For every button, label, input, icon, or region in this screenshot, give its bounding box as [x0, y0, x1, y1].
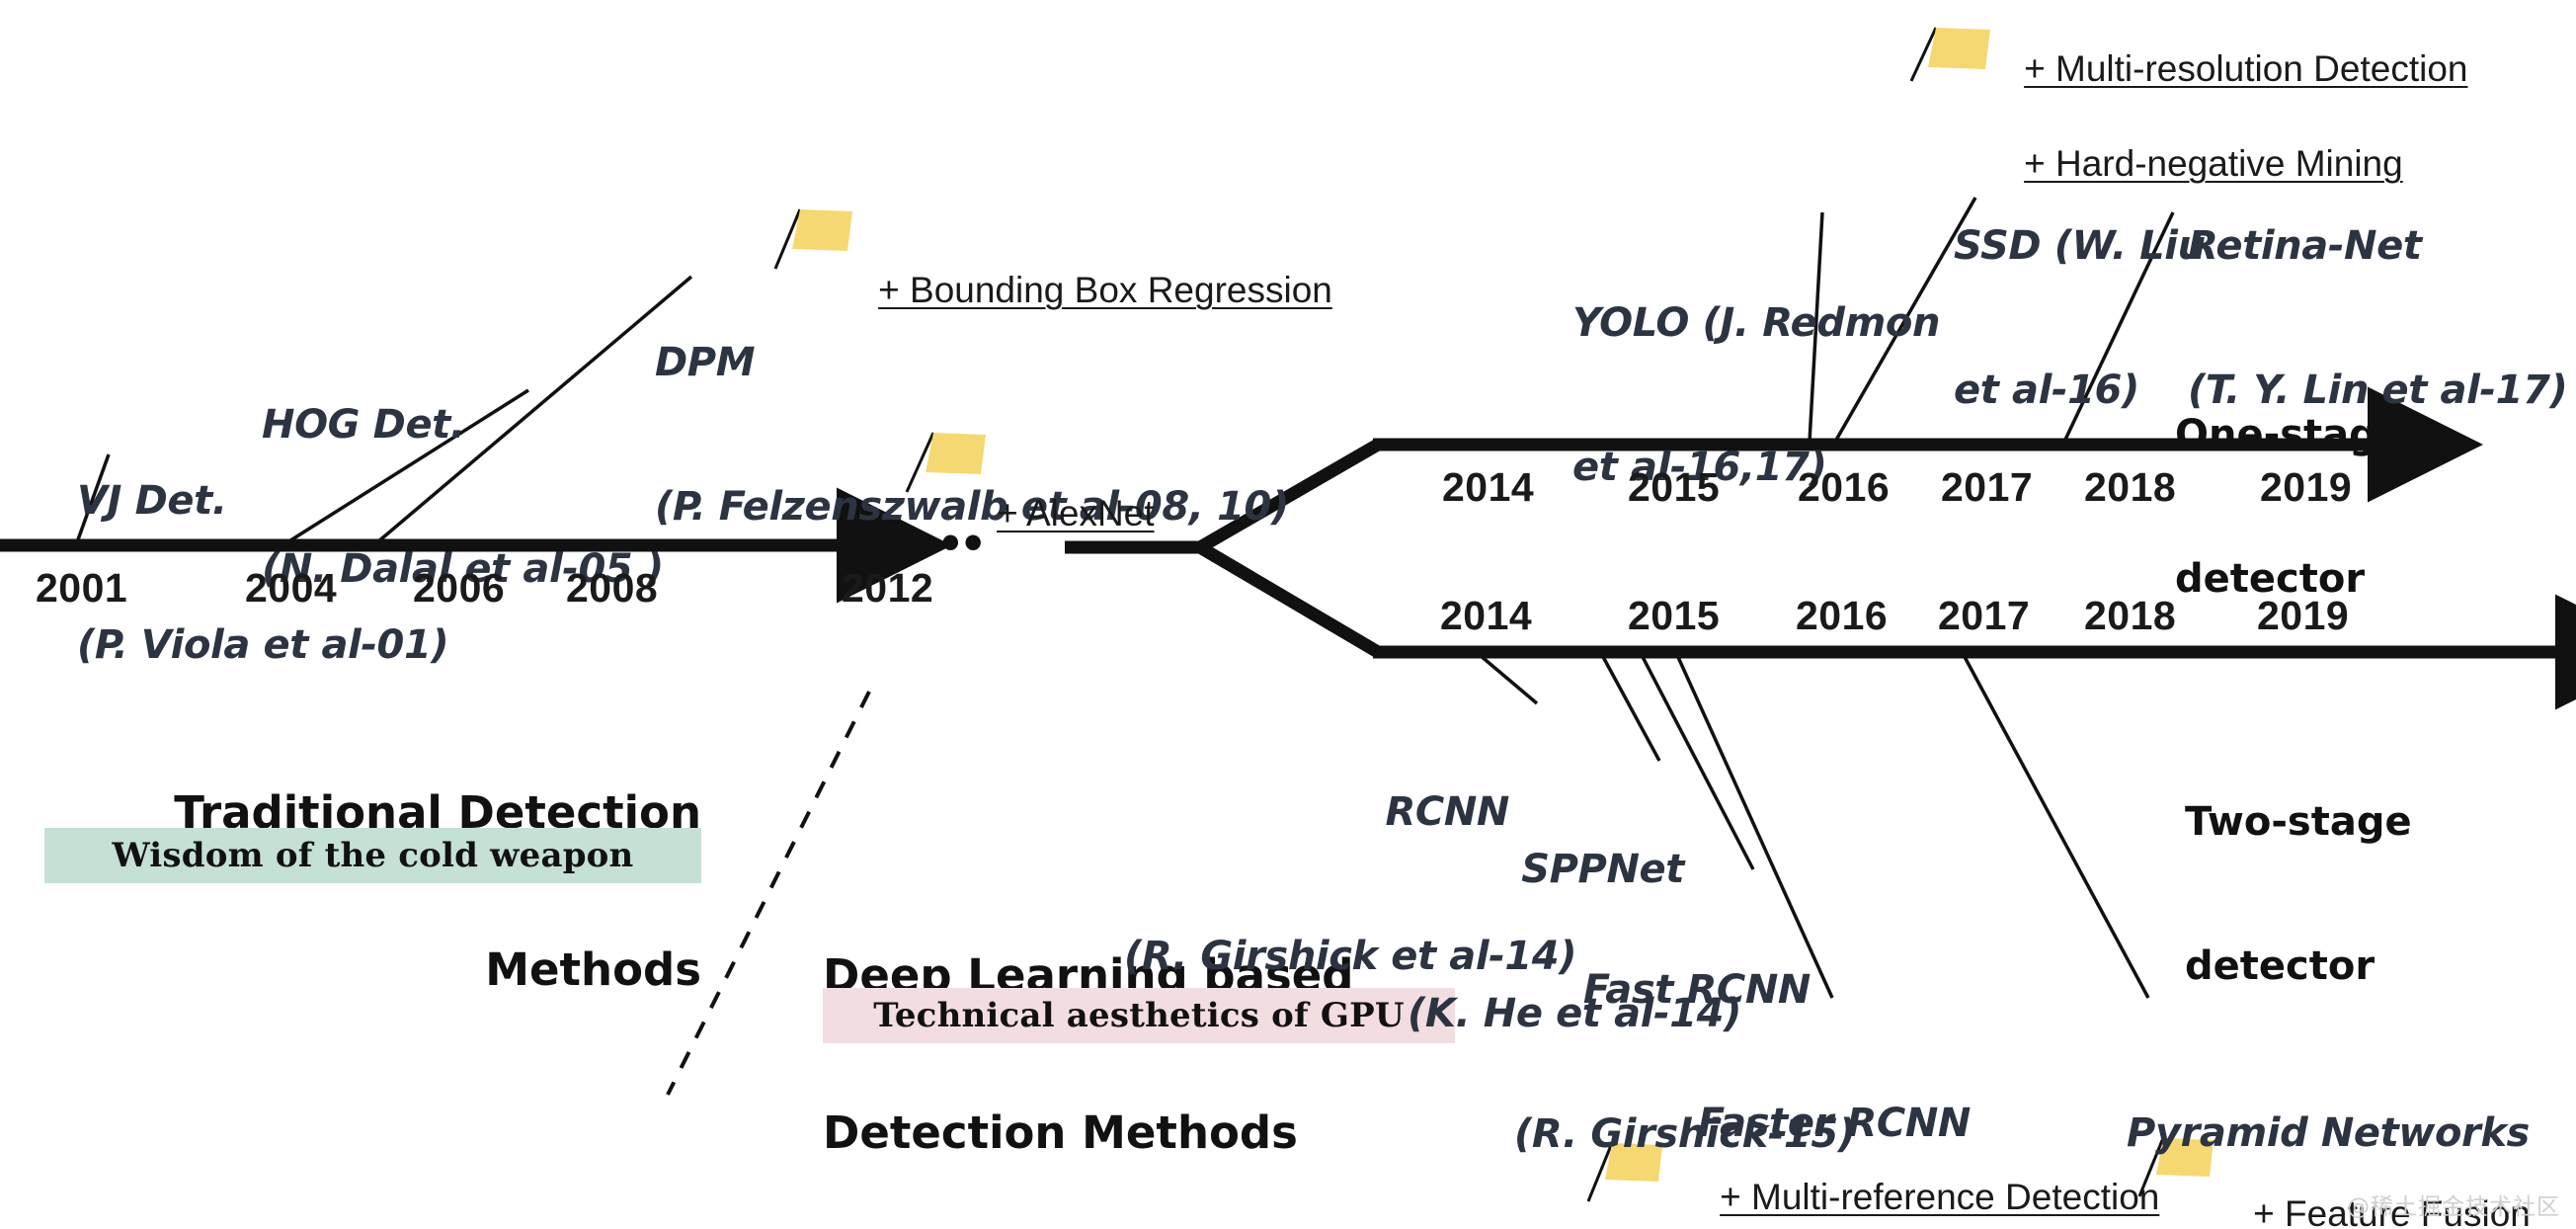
method-ssd-authors: et al-16) — [1954, 367, 2139, 413]
two-stage-year-2014: 2014 — [1440, 593, 1533, 638]
flag-label-feature-fusion: + Feature Fusion — [2213, 1143, 2531, 1229]
method-faster-rcnn: Faster RCNN (S. Ren et al-15) — [1635, 1003, 1972, 1229]
method-yolo-name: YOLO (J. Redmon — [1572, 299, 1941, 346]
leader-rcnn — [1478, 653, 1539, 705]
flag-label-bounding-box-regression: + Bounding Box Regression — [838, 219, 1332, 362]
leader-ssd — [1833, 197, 1977, 443]
flag-multires — [1928, 28, 1990, 69]
flag-line-featurefusion-0: + Feature Fusion — [2253, 1193, 2531, 1229]
method-dpm-name: DPM — [655, 339, 756, 385]
two-stage-detector-label-line2: detector — [2185, 942, 2375, 989]
method-vj-det-name: VJ Det. — [77, 477, 227, 524]
leader-multiref-flag — [1586, 1142, 1614, 1202]
leader-yolo — [1808, 211, 1824, 443]
leader-multires-flag — [1909, 27, 1938, 82]
method-ssd-name: SSD (W. Liu — [1954, 222, 2206, 269]
method-hog-det-name: HOG Det. — [262, 401, 465, 448]
leader-dpm — [375, 275, 693, 544]
year-tick-2008: 2008 — [566, 565, 659, 611]
one-stage-year-2019: 2019 — [2260, 464, 2353, 510]
one-stage-year-2018: 2018 — [2084, 464, 2177, 510]
method-retinanet-name: Retina-Net — [2188, 222, 2422, 269]
method-retinanet-authors: (T. Y. Lin et al-17) — [2188, 367, 2568, 413]
flag-featurefusion — [2156, 1138, 2214, 1177]
flag-line-bbr-0: + Bounding Box Regression — [878, 270, 1332, 311]
method-hog-det: HOG Det. (N. Dalal et al-05 ) — [262, 304, 664, 690]
method-vj-det: VJ Det. (P. Viola et al-01) — [77, 380, 449, 766]
traditional-section-title: Traditional Detection Methods — [148, 682, 701, 1102]
leader-fasterrcnn — [1675, 654, 1834, 999]
one-stage-detector-label: One-stage detector — [2175, 314, 2404, 699]
year-tick-2001: 2001 — [36, 565, 128, 611]
method-yolo: YOLO (J. Redmon et al-16,17) — [1572, 203, 1940, 588]
two-stage-detector-label: Two-stage detector — [2185, 701, 2412, 1087]
leader-vj — [75, 453, 111, 543]
method-sppnet-authors: (K. He et al-14) — [1408, 990, 1741, 1036]
leader-retinanet — [2062, 211, 2175, 443]
leader-featurefusion-flag — [2137, 1137, 2165, 1197]
flag-line-multires-0: + Multi-resolution Detection — [2024, 48, 2468, 90]
method-pyramid-networks-name: Pyramid Networks — [2127, 1109, 2530, 1156]
timeline-ellipsis: ••• — [919, 513, 987, 572]
year-tick-2012: 2012 — [842, 565, 934, 611]
leader-fastrcnn — [1640, 654, 1755, 870]
two-stage-year-2017: 2017 — [1938, 593, 2031, 638]
dashed-separator — [666, 691, 871, 1096]
highlight-wisdom-cold-weapon: Wisdom of the cold weapon — [44, 828, 701, 883]
method-rcnn-name: RCNN — [1385, 788, 1509, 835]
flag-label-multi-resolution: + Multi-resolution Detection + Hard-nega… — [1983, 0, 2467, 235]
deep-learning-section-title-line2: Detection Methods — [823, 1106, 1298, 1160]
leader-bbr-flag — [773, 208, 802, 270]
two-stage-year-2018: 2018 — [2084, 593, 2177, 638]
two-stage-year-2015: 2015 — [1628, 593, 1721, 638]
method-faster-rcnn-name: Faster RCNN — [1697, 1100, 1972, 1146]
method-dpm-authors: (P. Felzenszwalb et al-08, 10) — [655, 483, 1289, 530]
method-retinanet: Retina-Net (T. Y. Lin et al-17) — [2188, 125, 2568, 511]
year-tick-2006: 2006 — [413, 565, 506, 611]
method-fast-rcnn-name: Fast RCNN — [1582, 966, 1811, 1013]
method-ssd: SSD (W. Liu et al-16) — [1954, 125, 2206, 511]
one-stage-year-2016: 2016 — [1798, 464, 1891, 510]
method-vj-det-authors: (P. Viola et al-01) — [77, 621, 449, 668]
traditional-section-title-line2: Methods — [485, 943, 701, 997]
method-sppnet-name: SPPNet — [1521, 846, 1684, 892]
flag-line-multiref-0: + Multi-reference Detection — [1720, 1177, 2160, 1218]
fork-lower — [1196, 541, 1382, 658]
leader-hog — [286, 388, 529, 544]
two-stage-year-2019: 2019 — [2257, 593, 2350, 638]
one-stage-year-2015: 2015 — [1628, 464, 1721, 510]
leader-pyramid — [1962, 654, 2150, 999]
flag-alexnet — [926, 433, 986, 474]
one-stage-year-2014: 2014 — [1442, 464, 1535, 510]
flag-multiref — [1605, 1143, 1662, 1182]
flag-line-alexnet-0: + AlexNet — [997, 493, 1155, 534]
flag-line-multires-1: + Hard-negative Mining — [2024, 143, 2403, 185]
highlight-technical-aesthetics-gpu: Technical aesthetics of GPU — [823, 988, 1455, 1043]
two-stage-detector-label-line1: Two-stage — [2185, 798, 2412, 845]
year-tick-2004: 2004 — [245, 565, 338, 611]
flag-label-alexnet: + AlexNet — [956, 443, 1155, 585]
one-stage-year-2017: 2017 — [1941, 464, 2034, 510]
method-yolo-authors: et al-16,17) — [1572, 444, 1827, 490]
flag-label-multi-reference-detection: + Multi-reference Detection (Anchors Box… — [1679, 1126, 2159, 1229]
method-dpm: DPM (P. Felzenszwalb et al-08, 10) — [655, 242, 1289, 627]
flag-bbr — [792, 209, 852, 251]
leader-alexnet-flag — [905, 432, 935, 493]
one-stage-detector-label-line1: One-stage — [2175, 411, 2404, 457]
method-sppnet: SPPNet (K. He et al-14) — [1408, 749, 1741, 1134]
two-stage-year-2016: 2016 — [1796, 593, 1889, 638]
leader-sppnet — [1600, 654, 1661, 762]
watermark: @稀土掘金技术社区 — [2347, 1194, 2560, 1220]
fork-upper — [1196, 439, 1382, 553]
method-pyramid-networks: Pyramid Networks (T. Y. Lin et al-17) — [2127, 1013, 2530, 1229]
method-hog-det-authors: (N. Dalal et al-05 ) — [262, 545, 664, 592]
one-stage-detector-label-line2: detector — [2175, 555, 2366, 602]
